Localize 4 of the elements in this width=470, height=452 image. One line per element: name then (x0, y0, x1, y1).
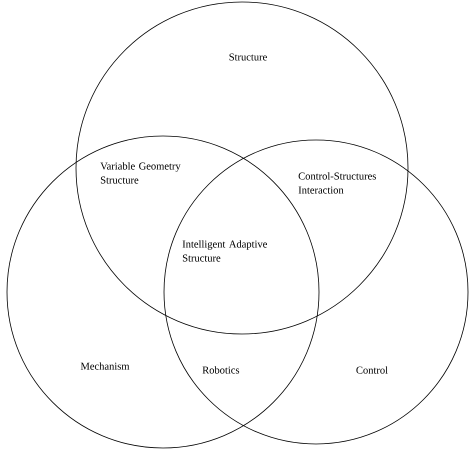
region-label: Intelligent Adaptive Structure (182, 240, 267, 262)
region-label: Robotics (202, 366, 240, 374)
region-label: Control-Structures Interaction (298, 172, 376, 194)
region-label: Variable Geometry Structure (100, 162, 181, 184)
